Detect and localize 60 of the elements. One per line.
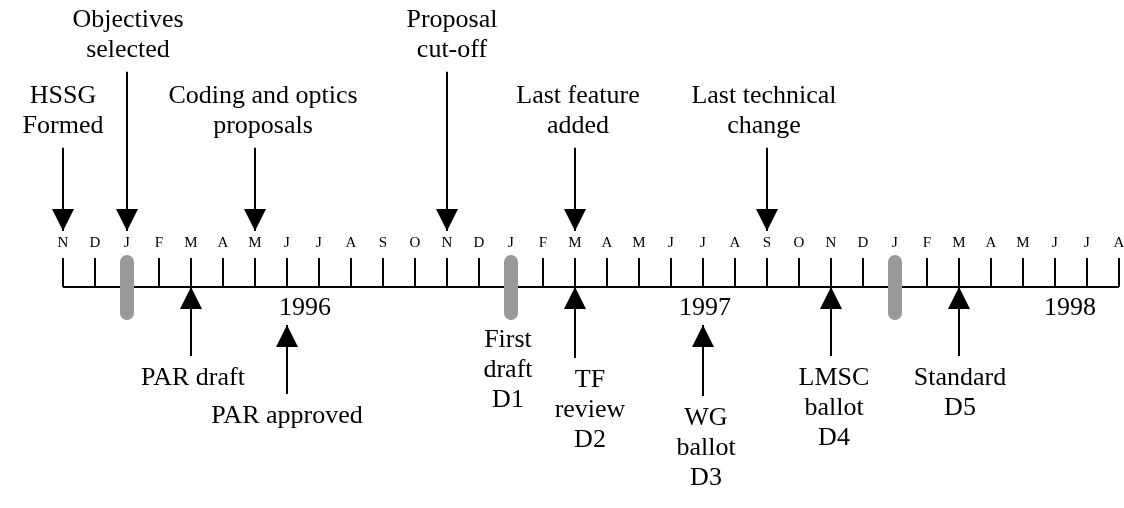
month-label: A: [985, 234, 997, 251]
arrow: [564, 146, 586, 232]
month-label: J: [668, 234, 674, 251]
month-label: M: [632, 234, 646, 251]
milestone-label: Proposal cut-off: [389, 4, 515, 64]
arrow: [692, 324, 714, 397]
month-label: J: [1052, 234, 1058, 251]
month-label: S: [378, 234, 388, 251]
month-label: D: [89, 234, 101, 251]
milestone-label: First draft D1: [473, 324, 543, 414]
month-label: J: [508, 234, 514, 251]
arrow: [180, 286, 202, 357]
arrow: [820, 286, 842, 357]
month-label: F: [922, 234, 932, 251]
milestone-label: Standard D5: [902, 362, 1018, 422]
month-label: M: [1016, 234, 1030, 251]
milestone-label: TF review D2: [549, 364, 631, 454]
month-label: J: [700, 234, 706, 251]
arrow: [436, 70, 458, 232]
arrow: [948, 286, 970, 357]
month-label: S: [762, 234, 772, 251]
month-label: F: [154, 234, 164, 251]
month-label: M: [184, 234, 198, 251]
month-label: A: [1113, 234, 1124, 251]
year-label: 1997: [679, 292, 731, 322]
month-label: J: [284, 234, 290, 251]
arrow: [244, 146, 266, 232]
month-label: J: [892, 234, 898, 251]
arrow: [116, 70, 138, 232]
month-label: M: [568, 234, 582, 251]
month-label: N: [825, 234, 837, 251]
arrow: [52, 146, 74, 232]
arrow: [564, 286, 586, 359]
milestone-label: WG ballot D3: [665, 402, 747, 492]
month-label: A: [217, 234, 229, 251]
milestone-label: LMSC ballot D4: [788, 362, 880, 452]
month-label: N: [57, 234, 69, 251]
year-label: 1996: [279, 292, 331, 322]
arrow: [756, 146, 778, 232]
year-label: 1998: [1044, 292, 1096, 322]
month-label: J: [124, 234, 130, 251]
month-label: O: [793, 234, 805, 251]
arrow: [276, 324, 298, 395]
month-label: D: [473, 234, 485, 251]
month-label: M: [248, 234, 262, 251]
month-label: M: [952, 234, 966, 251]
month-label: F: [538, 234, 548, 251]
milestone-label: Coding and optics proposals: [156, 80, 370, 140]
month-label: A: [601, 234, 613, 251]
milestone-label: Objectives selected: [55, 4, 201, 64]
milestone-label: PAR approved: [211, 400, 363, 430]
month-label: J: [316, 234, 322, 251]
month-label: A: [345, 234, 357, 251]
month-label: N: [441, 234, 453, 251]
milestone-label: PAR draft: [141, 362, 245, 392]
month-label: O: [409, 234, 421, 251]
month-label: D: [857, 234, 869, 251]
month-label: A: [729, 234, 741, 251]
month-label: J: [1084, 234, 1090, 251]
milestone-label: HSSG Formed: [8, 80, 118, 140]
